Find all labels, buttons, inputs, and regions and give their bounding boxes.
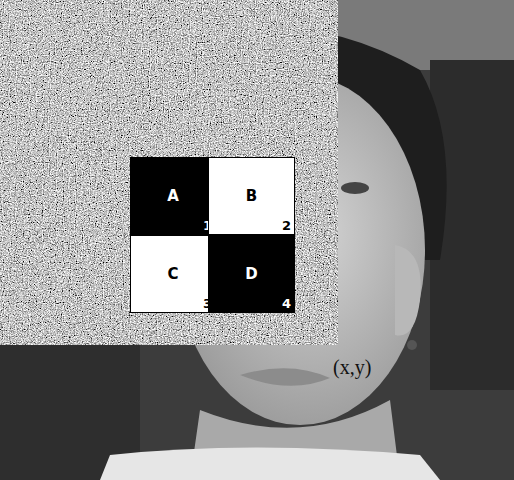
cell-letter: B <box>209 187 294 205</box>
cell-number: 4 <box>282 296 291 311</box>
cell-number: 2 <box>282 218 291 233</box>
checker-cell: A1 <box>130 157 216 235</box>
checker-cell: C3 <box>130 235 216 313</box>
cell-letter: D <box>209 265 294 283</box>
noise-patch <box>0 0 338 345</box>
coordinate-label: (x,y) <box>333 356 371 379</box>
cell-letter: C <box>131 265 215 283</box>
checker-cell: D4 <box>208 235 295 313</box>
checker-cell: B2 <box>208 157 295 235</box>
cell-letter: A <box>131 187 215 205</box>
